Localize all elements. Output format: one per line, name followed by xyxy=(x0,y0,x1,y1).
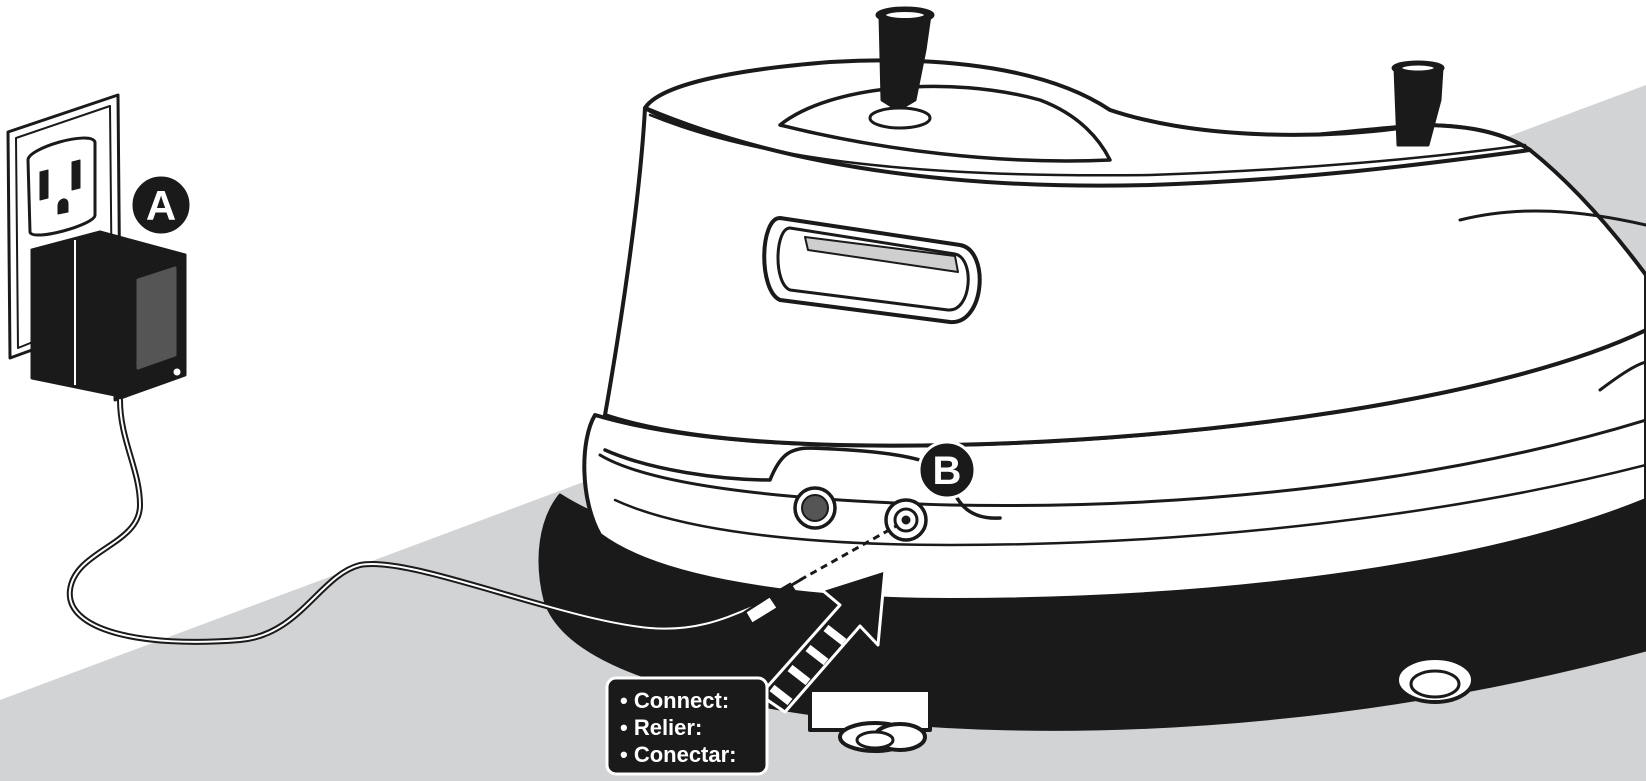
charging-port xyxy=(884,498,928,542)
left-steering-handle xyxy=(868,6,935,130)
label-b-badge: B xyxy=(917,440,977,500)
connect-callout: • Connect: • Relier: • Conectar: xyxy=(605,676,769,776)
barrel-plug-icon xyxy=(743,577,803,626)
power-button xyxy=(793,486,837,530)
label-b-text: B xyxy=(933,449,962,493)
insert-arrow-icon xyxy=(758,568,887,714)
front-caster-wheel xyxy=(808,688,932,753)
label-a-text: A xyxy=(146,182,176,229)
rear-wheel xyxy=(1395,656,1475,704)
side-handle-slot xyxy=(762,216,982,325)
insertion-guide xyxy=(799,523,899,582)
right-steering-handle xyxy=(1391,60,1445,147)
callout-line-conectar: • Conectar: xyxy=(620,742,737,767)
callout-line-connect: • Connect: xyxy=(620,688,729,713)
label-a-badge: A xyxy=(129,173,193,237)
callout-line-relier: • Relier: xyxy=(620,715,702,740)
power-adapter-icon xyxy=(30,230,187,402)
ride-on-vehicle xyxy=(538,6,1646,753)
